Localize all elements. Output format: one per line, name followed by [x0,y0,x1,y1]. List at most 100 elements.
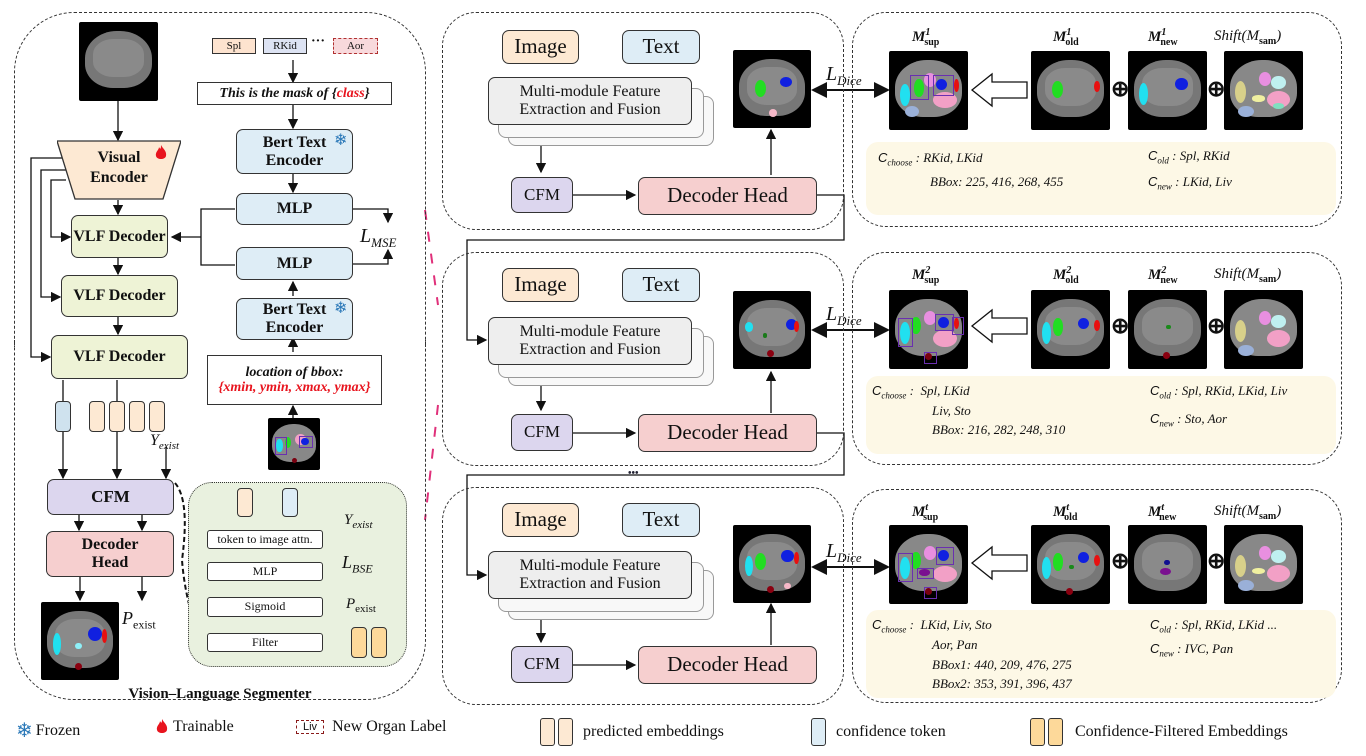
class-tag-aor-new: Aor [333,38,378,54]
oplus-icon: ⊕ [1111,76,1130,101]
stage-panel-2 [442,252,844,466]
legend-frozen: ❄ Frozen [16,720,81,742]
stage-1-cfm: CFM [511,177,573,213]
oplus-icon: ⊕ [1111,548,1130,573]
panel-3-m-sup-image [889,525,968,604]
snowflake-icon: ❄ [334,300,348,317]
stage-3-decoder-head: Decoder Head [638,646,817,684]
panel-3-m-old-image [1031,525,1110,604]
visual-encoder: Visual Encoder [57,140,181,200]
panel-1-c-choose: Cchoose : RKid, LKid [878,150,983,168]
stage-3-feature-extraction: Multi-module Feature Extraction and Fusi… [488,551,692,599]
panel-3-m-new-label: Mtnew [1148,502,1177,523]
class-tag-spl: Spl [212,38,256,54]
stage-ellipsis: ••• [628,468,639,479]
stage-3-text-input: Text [622,503,700,537]
panel-2-c-new: Cnew : Sto, Aor [1150,411,1228,429]
loss-bse: LBSE [342,552,373,576]
oplus-icon: ⊕ [1207,548,1226,573]
panel-1-c-old: Cold : Spl, RKid [1148,148,1230,166]
panel-3-shift-label: Shift(Msam) [1214,503,1282,522]
vision-language-segmenter-panel [14,12,426,347]
prompt-template: This is the mask of {class} [197,82,392,105]
panel-2-shift-sam-image [1224,290,1303,369]
panel-2-m-old-image [1031,290,1110,369]
panel-2-m-sup-image [889,290,968,369]
legend-new-organ: Liv New Organ Label [296,718,446,736]
panel-1-bbox: BBox: 225, 416, 268, 455 [930,174,1064,189]
panel-2-c-choose-line-2: Liv, Sto [932,403,971,418]
mlp-top: MLP [236,193,353,225]
confidence-filtered-embedding-1 [351,627,367,658]
bert-text-encoder-bottom: Bert Text Encoder [236,298,353,340]
stage-1-loss-dice: LDice [826,63,862,88]
panel-2-c-choose: Cchoose : Spl, LKid [872,383,970,401]
vlf-decoder-3: VLF Decoder [51,335,188,379]
stage-1-image-input: Image [502,30,579,64]
panel-1-m-old-label: M1old [1053,27,1079,48]
panel-3-bbox-1: BBox1: 440, 209, 476, 275 [932,657,1072,672]
panel-1-shift-label: Shift(Msam) [1214,28,1282,47]
decoder-head-block: Decoder Head [46,531,174,577]
predicted-embedding-3 [129,401,145,432]
stage-panel-1 [442,12,844,230]
panel-3-bbox-2: BBox2: 353, 391, 396, 437 [932,676,1072,691]
sigmoid: Sigmoid [207,597,323,617]
legend-confidence-filtered: Confidence-Filtered Embeddings [1030,718,1288,746]
snowflake-icon: ❄ [334,132,348,149]
vlf-decoder-1: VLF Decoder [71,215,168,258]
cfm-detail-p-exist: Pexist [346,596,376,615]
panel-2-m-new-label: M2new [1148,265,1178,286]
cfm-detail-confidence-token [282,488,298,517]
panel-3-m-old-label: Mtold [1053,502,1078,523]
panel-2-m-new-image [1128,290,1207,369]
stage-2-text-input: Text [622,268,700,302]
stage-2-image-input: Image [502,268,579,302]
class-tags-ellipsis: ··· [311,34,326,49]
legend-predicted-embeddings: predicted embeddings [540,718,724,746]
predicted-embedding-icon [558,718,573,746]
legend-trainable: Trainable [155,718,234,736]
cfm-detail-mlp: MLP [207,562,323,581]
cfm-detail-predicted-embedding [237,488,253,517]
class-tag-rkid: RKid [263,38,307,54]
stage-panel-3 [442,487,844,705]
panel-1-m-old-image [1031,51,1110,130]
stage-2-decoder-head: Decoder Head [638,414,817,452]
panel-2-m-old-label: M2old [1053,265,1079,286]
confidence-token [55,401,71,432]
confidence-filtered-icon [1048,718,1063,746]
panel-2-c-old: Cold : Spl, RKid, LKid, Liv [1150,383,1288,401]
stage-1-feature-extraction: Multi-module Feature Extraction and Fusi… [488,77,692,125]
confidence-token-icon [811,718,826,746]
panel-3-m-new-image [1128,525,1207,604]
mlp-bottom: MLP [236,247,353,280]
stage-2-prediction-ct [733,291,811,369]
predicted-embedding-2 [109,401,125,432]
snowflake-icon: ❄ [16,720,33,742]
bbox-prompt: location of bbox: {xmin, ymin, xmax, yma… [207,355,382,405]
new-organ-tag-icon: Liv [296,720,325,734]
predicted-embedding-icon [540,718,555,746]
panel-3-c-choose-line-2: Aor, Pan [932,637,978,652]
pseudo-label-panel-1 [852,12,1342,227]
legend-confidence-token: confidence token [811,718,946,746]
left-panel-title: Vision–Language Segmenter [128,686,312,702]
p-exist-label: Pexist [122,608,156,632]
panel-3-info-box: Cchoose : LKid, Liv, Sto Aor, Pan BBox1:… [866,610,1336,698]
stage-3-prediction-ct [733,525,811,603]
panel-1-m-sup-image [889,51,968,130]
stage-1-prediction-ct [733,50,811,128]
predicted-embedding-4 [149,401,165,432]
visual-encoder-label: Visual Encoder [90,149,148,186]
confidence-filtered-embedding-2 [371,627,387,658]
panel-2-shift-label: Shift(Msam) [1214,266,1282,285]
output-ct-mask [41,602,119,680]
pseudo-label-panel-2 [852,252,1342,465]
filter: Filter [207,633,323,652]
token-to-image-attn: token to image attn. [207,530,323,549]
stage-3-image-input: Image [502,503,579,537]
oplus-icon: ⊕ [1207,313,1226,338]
stage-2-loss-dice: LDice [826,303,862,328]
predicted-embedding-1 [89,401,105,432]
